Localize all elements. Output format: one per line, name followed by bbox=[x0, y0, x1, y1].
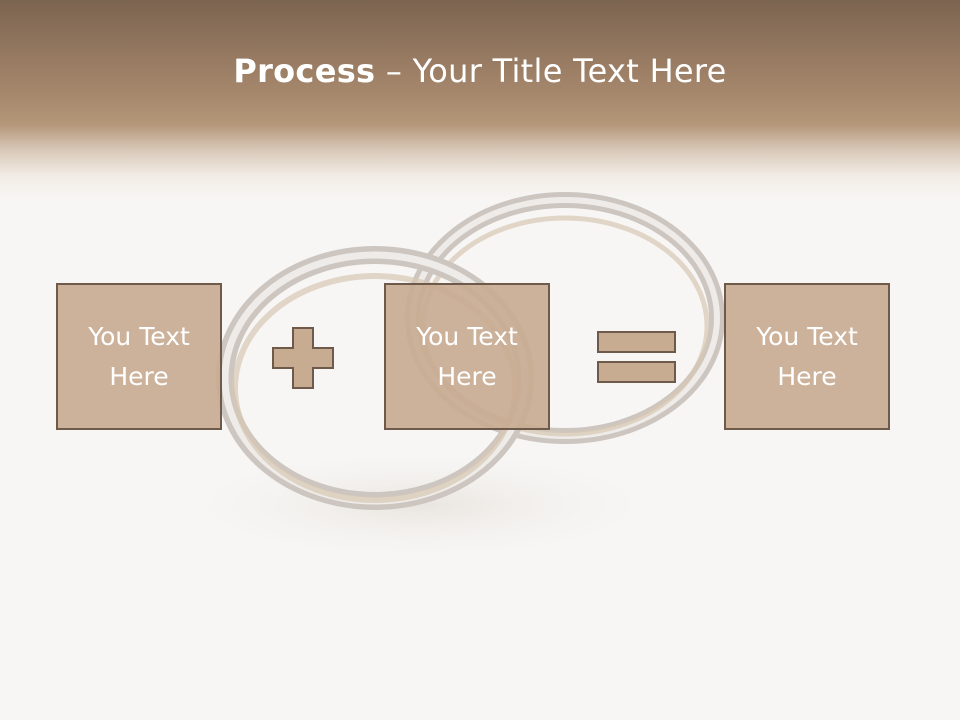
text-box-1[interactable]: You Text Here bbox=[56, 283, 222, 430]
equals-icon bbox=[597, 331, 676, 383]
plus-icon bbox=[272, 327, 334, 389]
ring-shadow bbox=[160, 445, 680, 565]
text-box-1-label: You Text Here bbox=[88, 321, 190, 391]
text-box-3[interactable]: You Text Here bbox=[724, 283, 890, 430]
title-bold: Process bbox=[233, 52, 376, 90]
header-band bbox=[0, 0, 960, 200]
text-box-3-label: You Text Here bbox=[756, 321, 858, 391]
text-box-2[interactable]: You Text Here bbox=[384, 283, 550, 430]
text-box-2-label: You Text Here bbox=[416, 321, 518, 391]
slide-title[interactable]: Process – Your Title Text Here bbox=[0, 52, 960, 90]
title-rest: – Your Title Text Here bbox=[375, 52, 727, 90]
